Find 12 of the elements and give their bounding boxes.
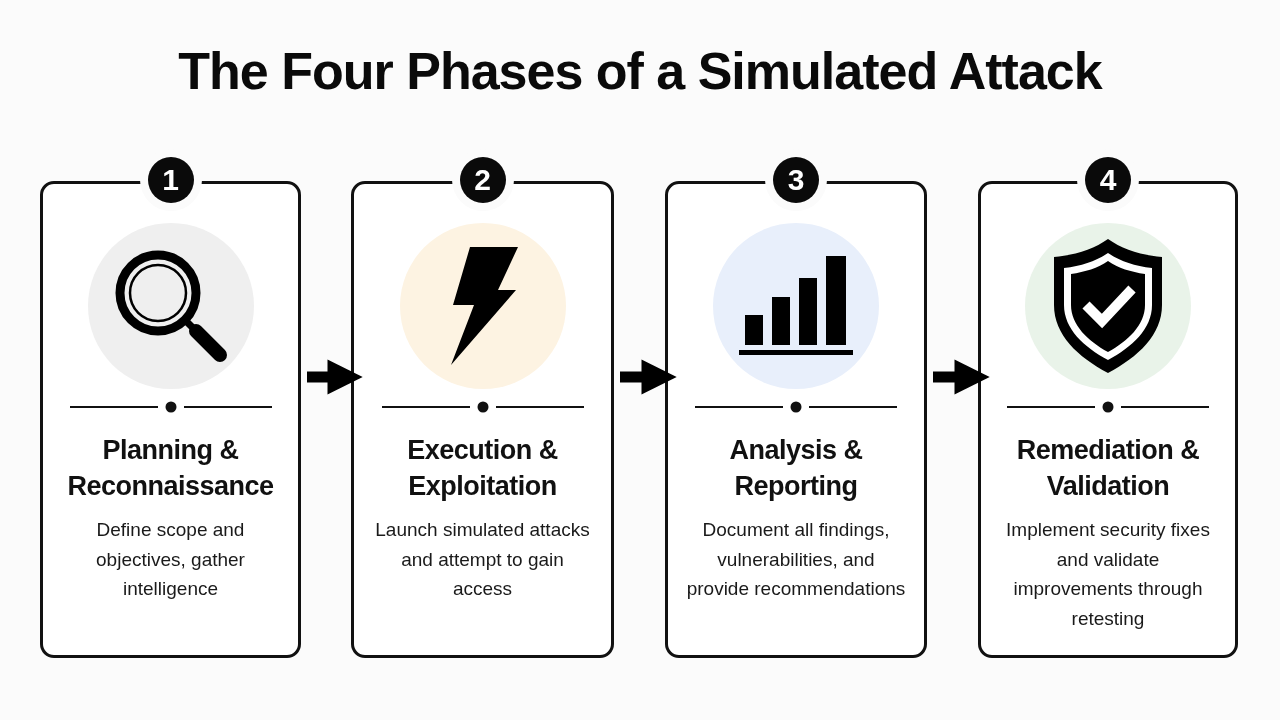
step-description: Launch simulated attacks and attempt to gain access [374, 518, 591, 601]
title: The Four Phases of a Simulated Attack [177, 41, 1104, 102]
arrow [307, 359, 363, 395]
step-heading: Execution & Exploitation [406, 434, 559, 503]
arrow [933, 359, 990, 395]
step-description: Implement security fixes and validate improvements through retesting [1005, 518, 1211, 631]
arrow [620, 359, 677, 395]
step-description: Define scope and objectives, gather intelligence [95, 518, 246, 601]
step-heading: Planning & Reconnaissance [66, 434, 275, 503]
step-description: Document all findings, vulnerabilities, and provide recommendations [685, 518, 907, 601]
step-heading: Analysis & Reporting [728, 434, 864, 503]
step-heading: Remediation & Validation [1015, 434, 1201, 503]
